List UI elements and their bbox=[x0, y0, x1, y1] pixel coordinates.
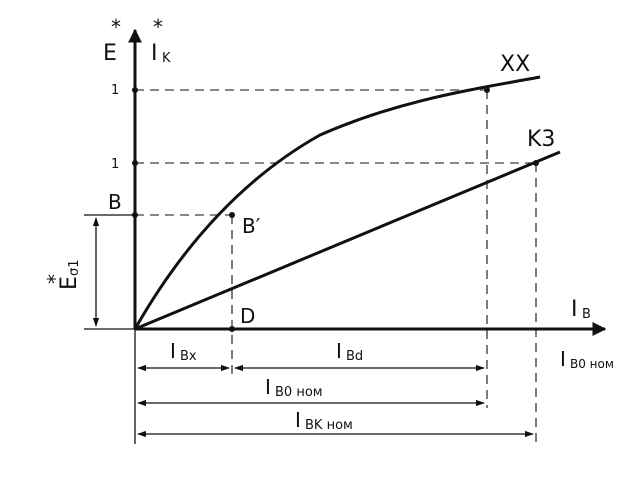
dim-ibknom-sub: BK ном bbox=[305, 418, 353, 433]
tick-label-1-upper: 1 bbox=[111, 83, 119, 98]
x-axis-label: I bbox=[571, 297, 578, 322]
kz-line bbox=[134, 150, 561, 331]
point-b-label: B bbox=[108, 190, 122, 214]
point-d bbox=[229, 326, 235, 332]
xx-curve bbox=[133, 75, 541, 330]
dim-ib0nom-right-sub: B0 ном bbox=[570, 357, 614, 371]
point-tick-lower bbox=[132, 160, 138, 166]
dim-ibd-main: I bbox=[336, 339, 342, 363]
kz-label: K3 bbox=[527, 127, 555, 152]
dim-ibx-main: I bbox=[170, 339, 176, 363]
dim-ibx-sub: Bx bbox=[180, 349, 197, 364]
point-xx-rated bbox=[484, 87, 490, 93]
point-tick-upper bbox=[132, 87, 138, 93]
dim-ib0nom-sub: B0 ном bbox=[275, 385, 323, 400]
leakage-label: E bbox=[57, 276, 82, 290]
point-b-prime-label: B′ bbox=[242, 214, 261, 238]
leakage-sub: σ1 bbox=[67, 259, 82, 276]
xx-label: XX bbox=[500, 52, 530, 77]
leakage-label-group: E σ1 * bbox=[43, 259, 82, 290]
y-axis-label-e: E bbox=[103, 41, 117, 66]
y-axis-asterisk-e: * bbox=[111, 15, 121, 39]
dim-ibknom-main: I bbox=[295, 408, 301, 432]
tick-label-1-lower: 1 bbox=[111, 157, 119, 172]
dim-ib0nom-main: I bbox=[265, 375, 271, 399]
point-kz-rated bbox=[533, 160, 539, 166]
y-axis-label-i: I bbox=[151, 41, 158, 66]
y-axis-asterisk-i: * bbox=[153, 15, 163, 39]
dim-ibd-sub: Bd bbox=[346, 349, 363, 364]
point-b-prime bbox=[229, 212, 235, 218]
dim-ib0nom-right-main: I bbox=[560, 347, 566, 371]
point-d-label: D bbox=[240, 304, 255, 328]
y-axis-label-i-sub: K bbox=[162, 51, 171, 66]
leakage-asterisk: * bbox=[43, 274, 67, 284]
x-axis-label-sub: B bbox=[582, 307, 591, 322]
